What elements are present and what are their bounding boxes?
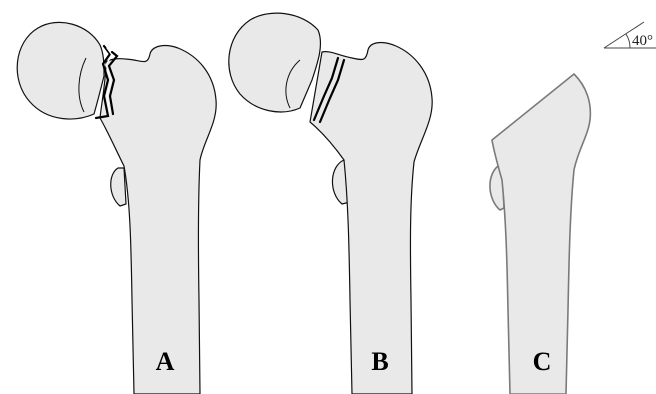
angle-indicator-arc <box>626 34 630 48</box>
panel-a-lesser-trochanter <box>111 168 126 206</box>
angle-indicator: 40° <box>604 22 656 49</box>
angle-indicator-label: 40° <box>632 33 653 49</box>
panel-a: A <box>17 22 216 394</box>
panel-b: B <box>229 13 432 394</box>
panel-c: C <box>490 74 590 394</box>
panel-a-femur-shaft <box>100 46 216 394</box>
panel-c-femur-shaft <box>492 74 590 394</box>
panel-b-femoral-head <box>229 13 321 112</box>
panel-b-label: B <box>371 347 388 376</box>
panel-a-label: A <box>156 347 175 376</box>
panel-a-femoral-head <box>17 22 104 119</box>
panel-c-label: C <box>533 347 552 376</box>
panel-b-femur-shaft <box>310 43 432 394</box>
